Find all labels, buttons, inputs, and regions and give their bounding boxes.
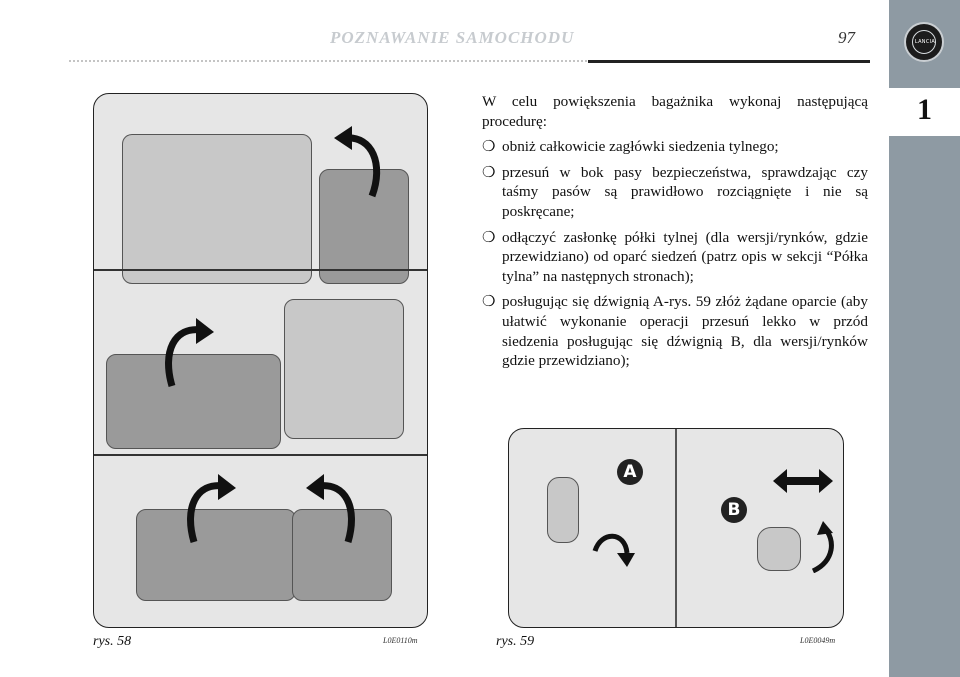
figure-58 <box>93 93 428 628</box>
step-list: ❍ obniż całkowicie zagłówki siedzenia tyl… <box>482 137 868 371</box>
intro-paragraph: W celu powiększenia bagażnika wykonaj na… <box>482 93 868 130</box>
fold-arrow-icon <box>306 474 355 543</box>
slide-arrow-icon <box>773 469 833 493</box>
lever-b-area <box>757 527 801 571</box>
list-item: ❍ obniż całkowicie zagłówki siedzenia tyl… <box>482 137 868 157</box>
fold-arrow-icon <box>165 318 214 387</box>
seat-cushion-right <box>292 509 392 601</box>
panel-divider <box>94 454 427 456</box>
panel-divider <box>94 269 427 271</box>
lever-a-area <box>547 477 579 543</box>
fold-arrow-icon <box>334 126 381 198</box>
seat-back-left <box>122 134 312 284</box>
seat-cushion-left <box>136 509 296 601</box>
figure-59-caption: rys. 59 <box>496 634 535 649</box>
figure-59: A B <box>508 428 844 628</box>
list-item-text: przesuń w bok pasy bezpieczeństwa, spraw… <box>502 163 868 220</box>
list-item: ❍ przesuń w bok pasy bezpieczeństwa, spra… <box>482 163 868 222</box>
figure-59-code: L0E0049m <box>800 636 836 645</box>
logo-ring: LANCIA <box>912 30 936 54</box>
pull-arrow-icon <box>592 533 635 567</box>
label-a: A <box>617 459 643 485</box>
list-item-text: odłączyć zasłonkę półki tylnej (dla wers… <box>502 228 868 285</box>
bullet-icon: ❍ <box>482 138 496 156</box>
chapter-tab: 1 <box>889 88 960 136</box>
bullet-icon: ❍ <box>482 293 496 311</box>
fold-arrow-icon <box>187 474 236 543</box>
page-title: POZNAWANIE SAMOCHODU <box>330 28 575 47</box>
list-item-text: posługując się dźwignią A-rys. 59 złóż ż… <box>502 293 868 370</box>
figure-divider <box>675 429 677 627</box>
seat-back-folded <box>106 354 281 449</box>
list-item-text: obniż całkowicie zagłówki siedzenia tyln… <box>502 138 779 156</box>
lancia-logo: LANCIA <box>904 22 944 62</box>
logo-text: LANCIA <box>914 39 936 45</box>
page-number: 97 <box>838 28 855 47</box>
lift-arrow-icon <box>811 521 834 573</box>
list-item: ❍ posługując się dźwignią A-rys. 59 złóż … <box>482 292 868 370</box>
figure-58-code: L0E0110m <box>383 636 418 645</box>
bullet-icon: ❍ <box>482 228 496 246</box>
seat-back-right <box>284 299 404 439</box>
bullet-icon: ❍ <box>482 163 496 181</box>
figure-58-caption: rys. 58 <box>93 634 132 649</box>
header-rule <box>588 60 870 63</box>
label-b: B <box>721 497 747 523</box>
instruction-text: W celu powiększenia bagażnika wykonaj na… <box>482 92 868 377</box>
list-item: ❍ odłączyć zasłonkę półki tylnej (dla wer… <box>482 228 868 287</box>
chapter-number: 1 <box>917 93 932 126</box>
header-dotted-rule <box>68 60 588 62</box>
seat-back-folding <box>319 169 409 284</box>
